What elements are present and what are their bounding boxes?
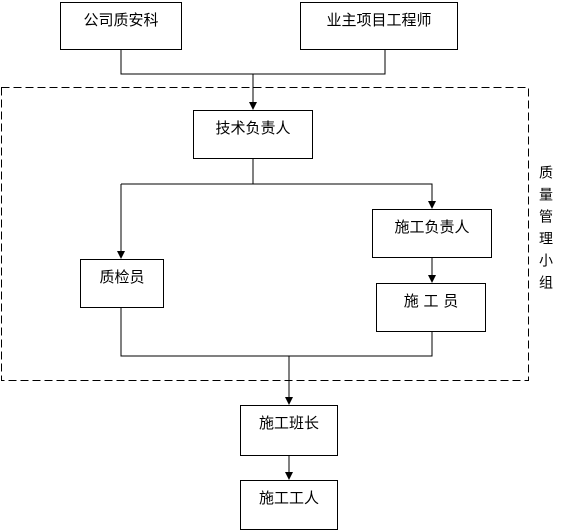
node-constructor: 施 工 员 <box>376 283 486 332</box>
node-construction-lead-label: 施工负责人 <box>394 218 470 236</box>
node-team-leader-label: 施工班长 <box>258 414 319 432</box>
edge-split-to-construction-lead <box>253 183 436 209</box>
node-construction-lead: 施工负责人 <box>372 209 492 258</box>
edge-constructor-merge <box>289 332 433 357</box>
edge-techlead-split <box>121 159 254 185</box>
node-owner-engineer-label: 业主项目工程师 <box>326 11 432 29</box>
edge-company-to-techlead <box>120 50 253 75</box>
node-inspector: 质检员 <box>80 259 164 308</box>
node-inspector-label: 质检员 <box>99 268 145 286</box>
edge-owner-to-techlead <box>253 50 386 75</box>
quality-group-label: 质量管理小组 <box>537 165 553 297</box>
quality-group-boundary <box>1 87 529 381</box>
node-tech-lead-label: 技术负责人 <box>215 119 291 137</box>
node-company-qa: 公司质安科 <box>60 2 182 50</box>
edge-inspector-merge <box>120 308 289 357</box>
node-workers-label: 施工工人 <box>258 489 319 507</box>
node-team-leader: 施工班长 <box>240 405 338 456</box>
node-company-qa-label: 公司质安科 <box>83 11 159 29</box>
node-workers: 施工工人 <box>240 480 338 530</box>
node-owner-engineer: 业主项目工程师 <box>300 2 458 50</box>
node-constructor-label: 施 工 员 <box>403 292 459 310</box>
node-tech-lead: 技术负责人 <box>193 110 313 159</box>
